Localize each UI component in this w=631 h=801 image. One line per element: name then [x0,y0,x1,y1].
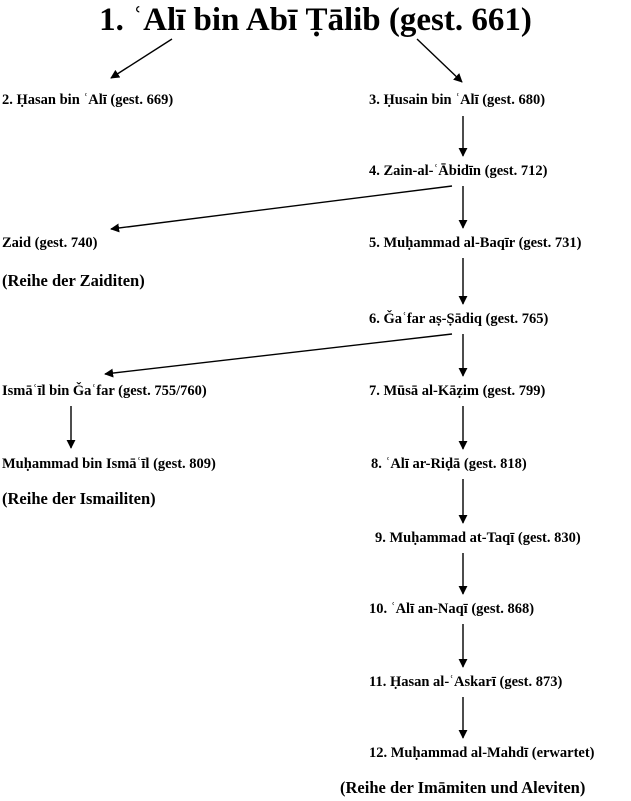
node-zaid: Zaid (gest. 740) [2,235,98,251]
node-naqi: 10. ʿAlī an-Naqī (gest. 868) [369,601,535,617]
node-askari: 11. Ḥasan al-ʿAskarī (gest. 873) [369,674,563,690]
node-muhammad-bin-ismail: Muḥammad bin Ismāʿīl (gest. 809) [2,456,216,472]
node-baqir: 5. Muḥammad al-Baqīr (gest. 731) [369,235,582,251]
node-gafar: 6. Ǧaʿfar aṣ-Ṣādiq (gest. 765) [369,311,549,327]
arrow-ali-to-husain [416,38,463,83]
node-rida: 8. ʿAlī ar-Riḍā (gest. 818) [371,456,527,472]
arrow-zain-to-zaid [110,185,453,233]
node-husain: 3. Ḥusain bin ʿAlī (gest. 680) [369,92,546,108]
arrow-gafar-to-ismail [104,333,453,378]
node-taqi: 9. Muḥammad at-Taqī (gest. 830) [375,530,581,546]
node-zain-al-abidin: 4. Zain-al-ʿĀbidīn (gest. 712) [369,163,548,179]
node-mahdi: 12. Muḥammad al-Mahdī (erwartet) [369,745,595,761]
node-musa: 7. Mūsā al-Kāẓim (gest. 799) [369,383,546,399]
group-label-imamiten: (Reihe der Imāmiten und Aleviten) [340,778,586,797]
group-label-ismailiten: (Reihe der Ismailiten) [2,489,156,508]
group-label-zaiditen: (Reihe der Zaiditen) [2,271,145,290]
arrow-ali-to-hasan [110,38,173,79]
node-hasan: 2. Ḥasan bin ʿAlī (gest. 669) [2,92,174,108]
diagram-title: 1. ʿAlī bin Abī Ṭālib (gest. 661) [99,2,532,38]
node-ismail: Ismāʿīl bin Ǧaʿfar (gest. 755/760) [2,383,207,399]
